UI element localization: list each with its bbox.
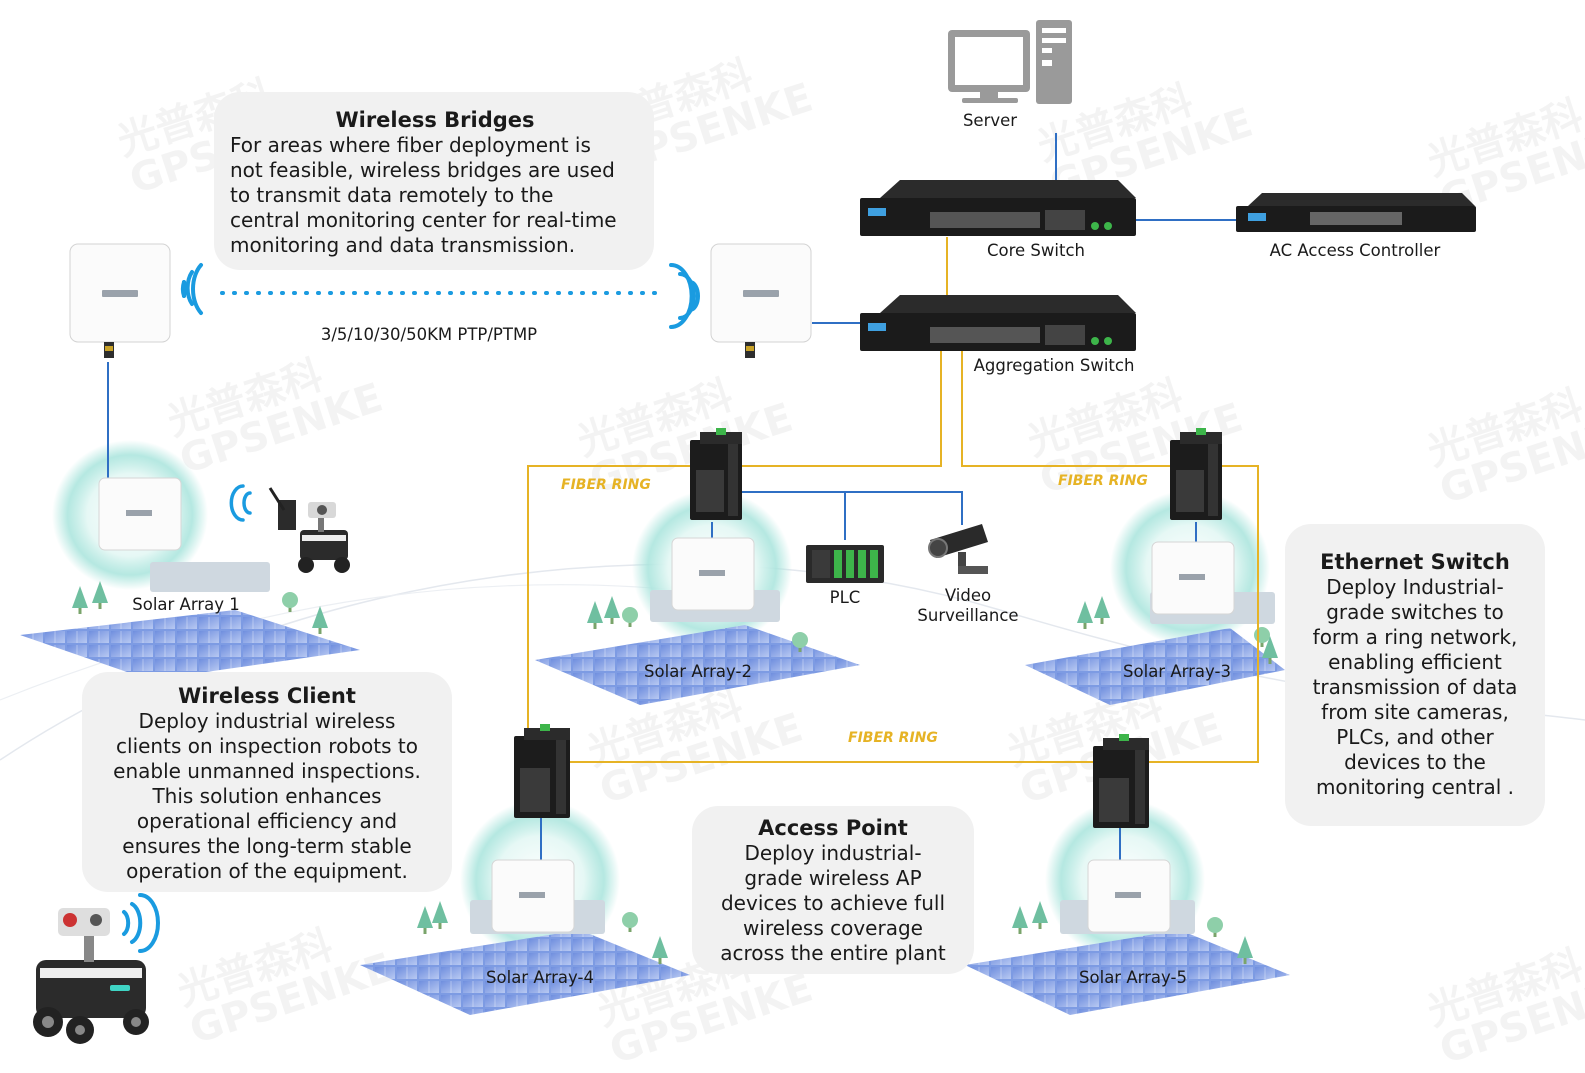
ac-controller-label: AC Access Controller — [1269, 241, 1441, 260]
card-body-line: ensures the long-term stable — [122, 834, 412, 858]
card-body-line: Deploy industrial- — [744, 841, 922, 865]
card-body-line: Deploy Industrial- — [1326, 575, 1504, 599]
ethernet-switch-card: Ethernet Switch Deploy Industrial- grade… — [1285, 524, 1545, 826]
solar-panels — [965, 930, 1290, 1015]
card-body-line: Deploy industrial wireless — [138, 709, 396, 733]
access-point-icon — [1151, 541, 1235, 615]
industrial-switch-icon — [514, 724, 570, 818]
card-title: Access Point — [758, 816, 908, 840]
access-point-icon — [491, 859, 575, 933]
plc-label: PLC — [829, 588, 861, 607]
solar-array-4-label: Solar Array-4 — [486, 968, 594, 987]
solar-array-1-label: Solar Array 1 — [132, 595, 240, 614]
server-label: Server — [962, 111, 1018, 130]
wireless-client-card: Wireless Client Deploy industrial wirele… — [82, 672, 452, 892]
video-label-line: Video — [944, 586, 992, 605]
industrial-switch-icon — [1170, 428, 1222, 520]
industrial-switch-icon — [1093, 734, 1149, 828]
card-body-line: grade switches to — [1326, 600, 1504, 624]
card-body-line: devices to achieve full — [720, 891, 946, 915]
card-title: Wireless Client — [178, 684, 356, 708]
card-body-line: to transmit data remotely to the — [230, 183, 554, 207]
inspection-robot-icon — [268, 487, 350, 573]
fiber-ring-label: FIBER RING — [848, 730, 938, 746]
card-body-line: enable unmanned inspections. — [113, 759, 421, 783]
solar-panels — [360, 930, 690, 1015]
wifi-waves-icon — [122, 893, 160, 953]
solar-panels — [535, 625, 860, 705]
video-label-line: Surveillance — [917, 606, 1019, 625]
bridge-link-label: 3/5/10/30/50KM PTP/PTMP — [320, 325, 538, 344]
card-body-line: operational efficiency and — [136, 809, 398, 833]
ethernet-links — [107, 133, 1238, 862]
card-title: Ethernet Switch — [1320, 550, 1510, 574]
wireless-bridges-card: Wireless Bridges For areas where fiber d… — [214, 92, 654, 270]
card-body-line: form a ring network, — [1312, 625, 1518, 649]
card-title: Wireless Bridges — [335, 108, 535, 132]
core-switch-label: Core Switch — [987, 241, 1085, 260]
wireless-bridge-icon — [710, 243, 812, 358]
card-body-line: not feasible, wireless bridges are used — [230, 158, 615, 182]
card-body-line: monitoring and data transmission. — [230, 233, 576, 257]
fiber-links — [527, 237, 1259, 763]
card-body-line: central monitoring center for real-time — [230, 208, 617, 232]
plc-icon — [806, 545, 884, 583]
wifi-waves-icon — [669, 263, 700, 329]
fiber-ring-path — [527, 350, 1259, 763]
video-surveillance-label: Video Surveillance — [917, 586, 1018, 626]
fiber-ring-label: FIBER RING — [1058, 473, 1148, 489]
wireless-bridge-icon — [69, 243, 171, 358]
solar-panels — [20, 610, 360, 680]
card-body-line: monitoring central . — [1315, 775, 1515, 799]
card-body-line: enabling efficient — [1328, 650, 1502, 674]
card-body-line: PLCs, and other — [1336, 725, 1494, 749]
wifi-waves-icon — [229, 484, 252, 522]
card-body-line: This solution enhances — [152, 784, 382, 808]
card-body-line: wireless coverage — [743, 916, 923, 940]
solar-panels — [1025, 628, 1285, 705]
access-point-icon — [1087, 859, 1171, 933]
solar-array-2-label: Solar Array-2 — [644, 662, 752, 681]
inspection-robot-icon — [33, 908, 149, 1044]
solar-array-3-label: Solar Array-3 — [1123, 662, 1231, 681]
card-body-line: transmission of data — [1312, 675, 1518, 699]
access-point-icon — [98, 477, 182, 551]
switch-video-link — [740, 491, 963, 525]
industrial-switch-icon — [690, 428, 742, 520]
access-point-icon — [671, 537, 755, 611]
card-body-line: operation of the equipment. — [126, 859, 408, 883]
aggregation-switch-label: Aggregation Switch — [973, 356, 1135, 375]
surveillance-camera-icon — [928, 524, 988, 574]
access-point-card: Access Point Deploy industrial- grade wi… — [692, 806, 974, 974]
fiber-ring-label: FIBER RING — [561, 477, 651, 493]
card-body-line: across the entire plant — [720, 941, 946, 965]
card-body-line: clients on inspection robots to — [116, 734, 418, 758]
ac-controller-icon — [1236, 193, 1476, 232]
aggregation-switch-icon — [860, 295, 1136, 351]
card-body-line: grade wireless AP — [744, 866, 922, 890]
core-switch-icon — [860, 180, 1136, 236]
card-body-line: For areas where fiber deployment is — [230, 133, 591, 157]
solar-array-5-label: Solar Array-5 — [1079, 968, 1187, 987]
inverter-building — [150, 562, 270, 592]
card-body-line: from site cameras, — [1321, 700, 1509, 724]
server-icon — [948, 20, 1072, 104]
wifi-waves-icon — [180, 263, 203, 315]
card-body-line: devices to the — [1344, 750, 1486, 774]
